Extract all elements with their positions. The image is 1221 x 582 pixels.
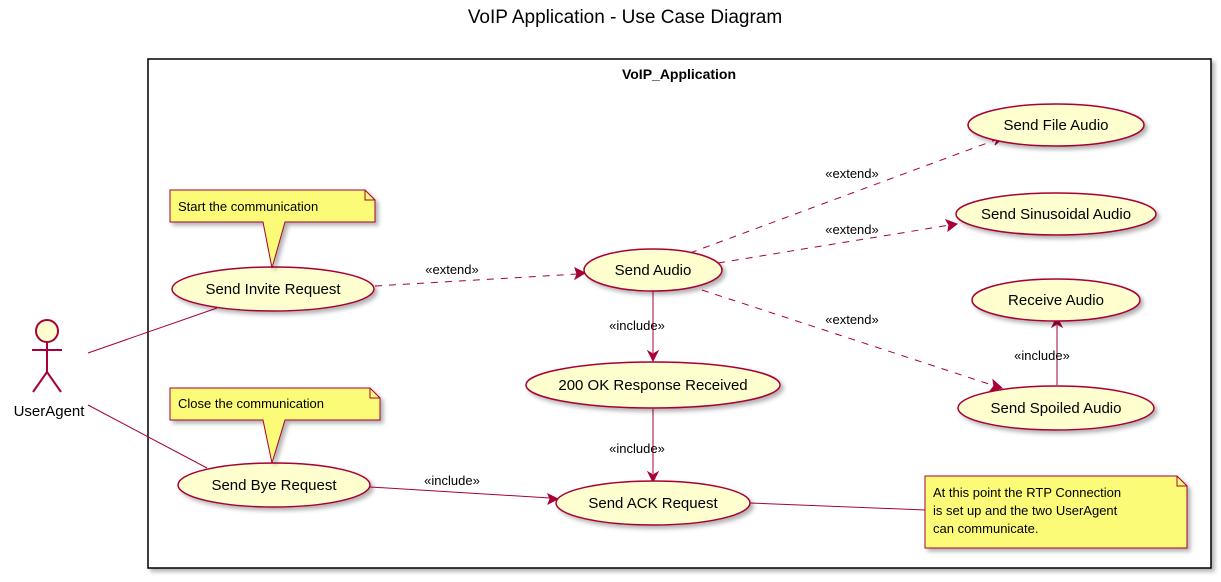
extend-label-sinusoidal: «extend» xyxy=(825,222,879,237)
usecase-receive-audio[interactable]: Receive Audio xyxy=(971,278,1141,322)
usecase-send-bye[interactable]: Send Bye Request xyxy=(177,462,371,508)
package-title: VoIP_Application xyxy=(622,66,736,82)
actor-head xyxy=(35,319,59,343)
usecase-label: Send Bye Request xyxy=(211,477,337,494)
usecase-label: 200 OK Response Received xyxy=(558,377,747,394)
usecase-send-file-audio[interactable]: Send File Audio xyxy=(967,103,1145,147)
usecase-200-ok[interactable]: 200 OK Response Received xyxy=(525,361,781,409)
arrow-head xyxy=(1050,315,1064,329)
arrow-head xyxy=(646,470,660,484)
usecase-label: Send Spoiled Audio xyxy=(991,400,1122,417)
usecase-send-audio[interactable]: Send Audio xyxy=(583,248,723,292)
note-text: Start the communication xyxy=(178,199,318,214)
arrow-head xyxy=(988,378,1004,392)
diagram-title: VoIP Application - Use Case Diagram xyxy=(468,7,782,28)
include-label-bye: «include» xyxy=(424,473,480,488)
arrow-head xyxy=(547,492,560,506)
usecase-send-ack[interactable]: Send ACK Request xyxy=(555,480,751,526)
note-start-communication: Start the communication xyxy=(169,189,376,269)
usecase-label: Send ACK Request xyxy=(588,495,718,512)
usecase-label: Send Sinusoidal Audio xyxy=(981,206,1131,223)
extend-audio-spoiled xyxy=(701,289,996,387)
include-label-ack: «include» xyxy=(609,441,665,456)
actor-label: UserAgent xyxy=(14,403,86,420)
actor-right-leg xyxy=(46,371,62,393)
usecase-label: Send Invite Request xyxy=(205,281,341,298)
actor-left-leg xyxy=(32,371,48,393)
note-rtp-connection: At this point the RTP Connection is set … xyxy=(924,475,1188,549)
extend-label-spoiled: «extend» xyxy=(825,312,879,327)
actor-useragent[interactable] xyxy=(32,319,62,393)
note-connector-rtp xyxy=(749,502,926,511)
usecase-label: Send Audio xyxy=(615,262,692,279)
usecase-label: Receive Audio xyxy=(1008,292,1104,309)
arrow-head xyxy=(573,267,587,281)
note-close-communication: Close the communication xyxy=(169,387,381,464)
extend-invite-audio xyxy=(374,273,579,287)
note-text: Close the communication xyxy=(178,396,324,411)
association-bye xyxy=(87,404,208,469)
association-invite xyxy=(87,307,218,354)
extend-label-invite: «extend» xyxy=(425,262,479,277)
arrow-head xyxy=(944,219,959,233)
extend-audio-sinusoidal xyxy=(717,224,951,264)
arrow-head xyxy=(646,349,660,363)
extend-label-file: «extend» xyxy=(825,166,879,181)
usecase-label: Send File Audio xyxy=(1003,117,1108,134)
note-text-line1: At this point the RTP Connection xyxy=(933,485,1121,500)
usecase-send-sinusoidal[interactable]: Send Sinusoidal Audio xyxy=(955,192,1157,236)
note-text-line3: can communicate. xyxy=(933,521,1039,536)
include-label-receive: «include» xyxy=(1014,348,1070,363)
include-bye-ack xyxy=(369,486,551,499)
usecase-send-spoiled[interactable]: Send Spoiled Audio xyxy=(957,385,1155,431)
include-label-ok: «include» xyxy=(609,318,665,333)
note-text-line2: is set up and the two UserAgent xyxy=(933,503,1118,518)
usecase-send-invite[interactable]: Send Invite Request xyxy=(171,266,375,312)
